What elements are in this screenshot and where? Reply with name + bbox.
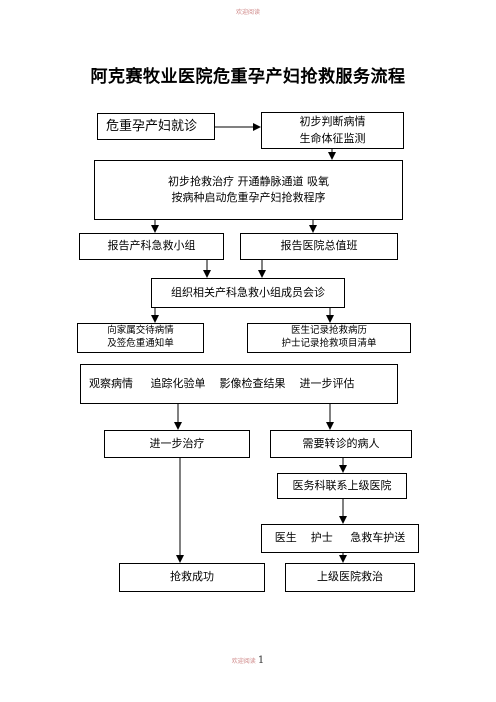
node-need-transfer: 需要转诊的病人 xyxy=(270,430,412,458)
node-consult-label: 组织相关产科急救小组成员会诊 xyxy=(171,285,325,299)
node-consult: 组织相关产科急救小组成员会诊 xyxy=(151,278,345,308)
node-initial-rescue-line2: 按病种启动危重孕产妇抢救程序 xyxy=(171,191,326,204)
node-family: 向家属交待病情 及签危重通知单 xyxy=(77,323,204,353)
page-number: 1 xyxy=(257,655,265,666)
node-further-treat: 进一步治疗 xyxy=(104,430,250,458)
node-initial-rescue-line1: 初步抢救治疗 开通静脉通道 吸氧 xyxy=(168,174,329,188)
node-further-treat-label: 进一步治疗 xyxy=(149,436,205,450)
node-family-line2: 及签危重通知单 xyxy=(107,338,174,349)
node-report-team-label: 报告产科急救小组 xyxy=(107,239,196,253)
node-report-duty: 报告医院总值班 xyxy=(240,233,398,260)
node-visit-label: 危重孕产妇就诊 xyxy=(106,118,198,134)
node-records-line1: 医生记录抢救病历 xyxy=(290,325,367,337)
node-visit: 危重孕产妇就诊 xyxy=(97,113,215,140)
node-upper-rescue: 上级医院救治 xyxy=(285,563,415,592)
node-assess-line2: 生命体征监测 xyxy=(299,131,366,145)
page-title: 阿克赛牧业医院危重孕产妇抢救服务流程 xyxy=(90,67,406,87)
node-contact: 医务科联系上级医院 xyxy=(277,473,407,499)
header-note: 欢迎阅读 xyxy=(235,9,260,16)
node-observe-label: 观察病情 追踪化验单 影像检查结果 进一步评估 xyxy=(89,376,355,390)
node-upper-rescue-label: 上级医院救治 xyxy=(317,570,383,584)
node-success: 抢救成功 xyxy=(119,563,265,592)
node-success-label: 抢救成功 xyxy=(170,570,214,584)
node-observe: 观察病情 追踪化验单 影像检查结果 进一步评估 xyxy=(80,364,398,404)
node-family-line1: 向家属交待病情 xyxy=(107,325,174,337)
node-records: 医生记录抢救病历 护士记录抢救项目清单 xyxy=(247,323,411,353)
node-need-transfer-label: 需要转诊的病人 xyxy=(302,436,380,450)
node-escort: 医生 护士 急救车护送 xyxy=(261,524,419,553)
node-initial-rescue: 初步抢救治疗 开通静脉通道 吸氧 按病种启动危重孕产妇抢救程序 xyxy=(94,160,403,220)
node-report-duty-label: 报告医院总值班 xyxy=(280,239,358,253)
node-assess: 初步判断病情 生命体征监测 xyxy=(261,112,404,149)
footer-note: 欢迎阅读 xyxy=(231,658,256,665)
node-contact-label: 医务科联系上级医院 xyxy=(292,478,392,492)
node-records-line2: 护士记录抢救项目清单 xyxy=(281,338,377,349)
node-escort-label: 医生 护士 急救车护送 xyxy=(274,531,406,545)
node-assess-line1: 初步判断病情 xyxy=(299,115,366,128)
node-report-team: 报告产科急救小组 xyxy=(79,233,224,260)
